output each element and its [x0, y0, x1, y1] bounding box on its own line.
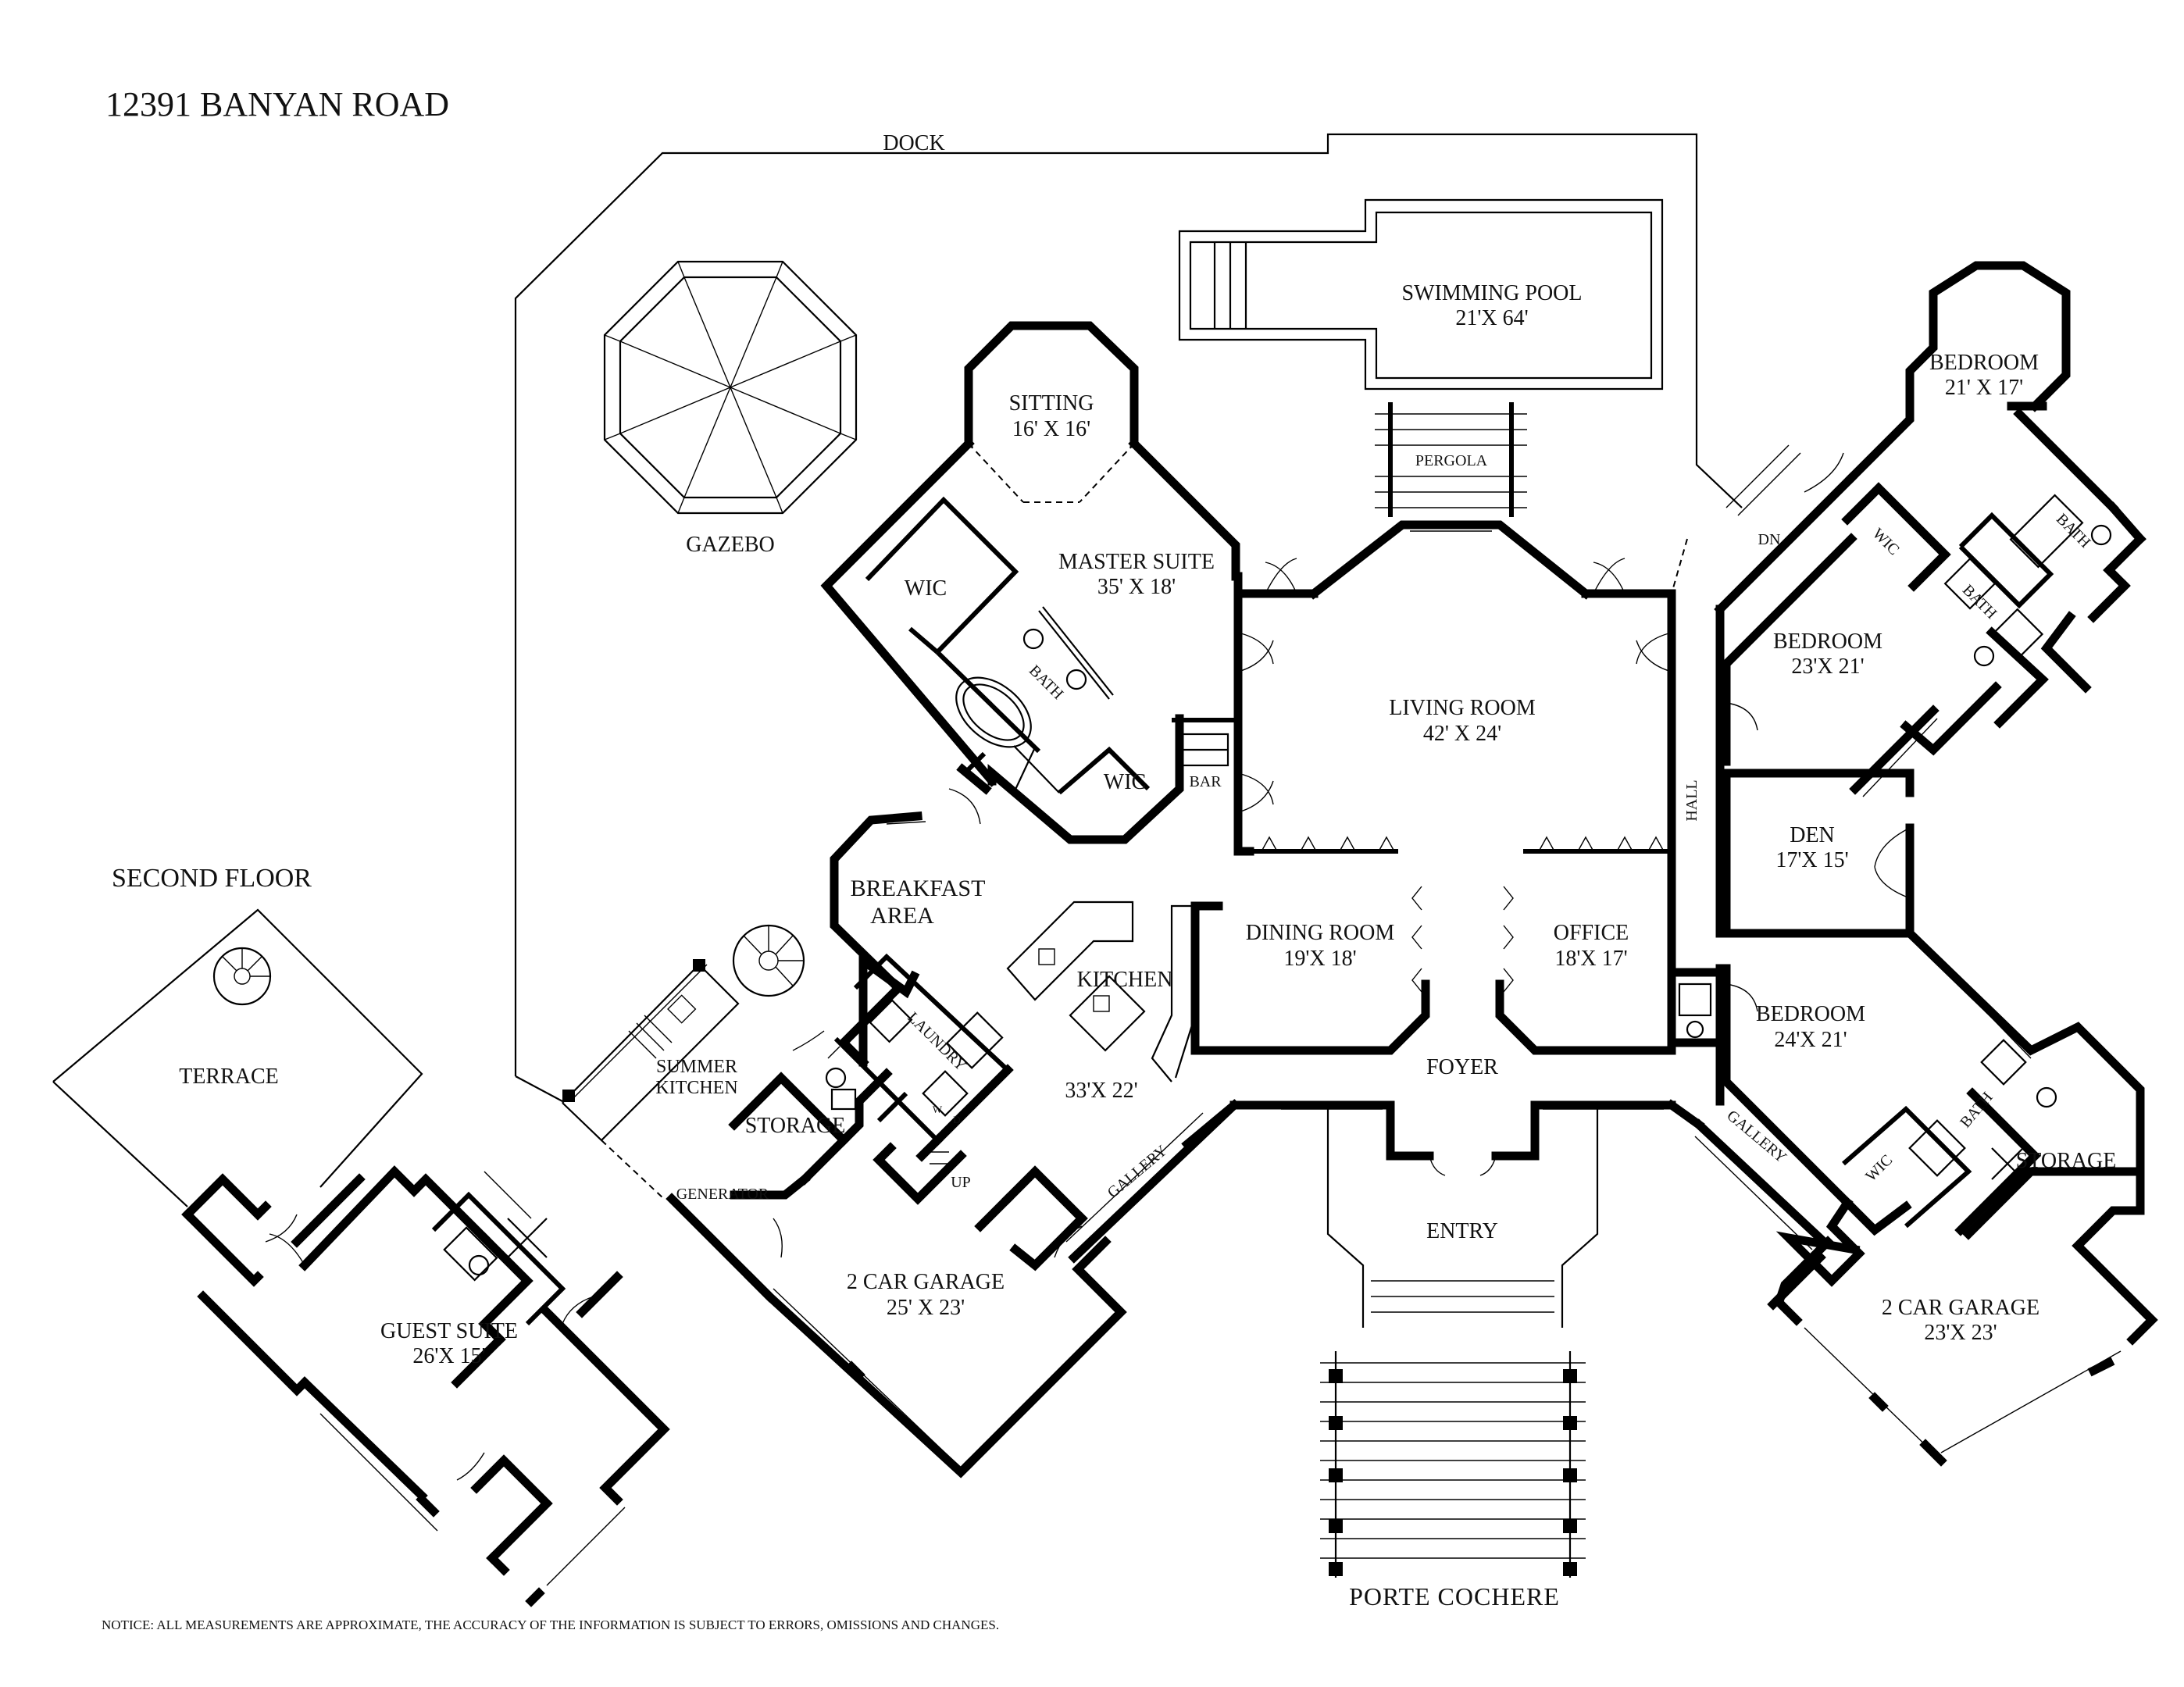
entry-walls: [1326, 1109, 1599, 1328]
sitting-size: 16' X 16': [1012, 417, 1090, 441]
summer-kitchen: [562, 959, 740, 1200]
right-garage-name: 2 CAR GARAGE: [1882, 1296, 2039, 1320]
notice-text: NOTICE: ALL MEASUREMENTS ARE APPROXIMATE…: [102, 1617, 999, 1632]
pergola: [1375, 402, 1527, 517]
bedroom2-bath-label: BATH: [1959, 582, 2000, 622]
summer-kitchen-line2: KITCHEN: [655, 1078, 737, 1098]
bedroom1-wic-label: WIC: [1869, 525, 1903, 558]
office-name: OFFICE: [1554, 921, 1629, 945]
master-suite-size: 35' X 18': [1097, 575, 1176, 599]
bedroom-3-name: BEDROOM: [1756, 1002, 1865, 1026]
bedroom-1-size: 21' X 17': [1945, 376, 2023, 400]
bedroom3-wic-label: WIC: [1862, 1151, 1896, 1185]
dock: [514, 133, 1743, 1102]
master-wic-label: WIC: [905, 576, 947, 601]
terrace-label: TERRACE: [179, 1065, 279, 1089]
master-wic2-label: WIC: [1104, 770, 1146, 794]
guest-suite-size: 26'X 15': [412, 1344, 485, 1368]
pergola-label: PERGOLA: [1415, 452, 1488, 469]
kitchen-size: 33'X 22': [1065, 1079, 1137, 1103]
breakfast-area-line2: AREA: [870, 903, 934, 929]
sitting-name: SITTING: [1009, 391, 1094, 416]
living-room-walls: [1233, 520, 1676, 1047]
master-suite-walls: [820, 321, 1243, 856]
foyer-label: FOYER: [1426, 1055, 1498, 1079]
porte-cochere-label: PORTE COCHERE: [1349, 1582, 1560, 1610]
washer-label: W: [933, 1104, 943, 1115]
second-floor-label: SECOND FLOOR: [112, 864, 312, 893]
living-room-name: LIVING ROOM: [1389, 696, 1536, 720]
summer-kitchen-line1: SUMMER: [656, 1057, 737, 1077]
dn-label: DN: [1758, 531, 1781, 548]
left-storage-label: STORAGE: [745, 1114, 846, 1138]
den-size: 17'X 15': [1775, 848, 1848, 872]
left-garage-name: 2 CAR GARAGE: [847, 1270, 1005, 1294]
kitchen-walls: [728, 763, 1197, 1200]
left-garage-walls: [666, 1099, 1240, 1478]
office-size: 18'X 17': [1554, 947, 1627, 971]
up-label: UP: [951, 1174, 971, 1191]
bedroom-2-name: BEDROOM: [1773, 630, 1882, 654]
dock-label: DOCK: [883, 131, 944, 155]
right-wing-walls: [1667, 261, 2158, 1467]
laundry-label: LAUNDRY: [904, 1009, 969, 1075]
bedroom-3-size: 24'X 21': [1774, 1028, 1847, 1052]
master-suite-name: MASTER SUITE: [1058, 550, 1215, 574]
right-storage-label: STORAGE: [2016, 1149, 2117, 1173]
den-name: DEN: [1790, 823, 1835, 847]
bedroom-1-name: BEDROOM: [1929, 351, 2039, 375]
bedroom-2-size: 23'X 21': [1791, 654, 1864, 679]
plan-title: 12391 BANYAN ROAD: [105, 85, 449, 123]
generator-label: GENERATOR: [676, 1186, 769, 1203]
guest-suite-name: GUEST SUITE: [380, 1319, 518, 1343]
master-bath-label: BATH: [1026, 662, 1066, 703]
bar-label: BAR: [1189, 773, 1222, 790]
left-garage-size: 25' X 23': [887, 1296, 965, 1320]
dryer-label: D: [953, 1114, 960, 1125]
dining-room-name: DINING ROOM: [1246, 921, 1395, 945]
entry-label: ENTRY: [1426, 1219, 1498, 1243]
gazebo-label: GAZEBO: [686, 533, 775, 557]
hall-label: HALL: [1683, 779, 1700, 821]
living-room-size: 42' X 24': [1423, 722, 1501, 746]
porte-cochere: [1320, 1351, 1586, 1578]
right-garage-size: 23'X 23': [1924, 1321, 1997, 1345]
breakfast-area-line1: BREAKFAST: [851, 876, 986, 901]
swimming-pool: [1178, 198, 1664, 391]
gazebo-icon: [603, 260, 858, 515]
pool-name: SWIMMING POOL: [1402, 281, 1583, 305]
dining-room-size: 19'X 18': [1283, 947, 1356, 971]
kitchen-name: KITCHEN: [1077, 968, 1173, 992]
second-floor-plan: [52, 908, 670, 1607]
pool-size: 21'X 64': [1455, 306, 1528, 330]
